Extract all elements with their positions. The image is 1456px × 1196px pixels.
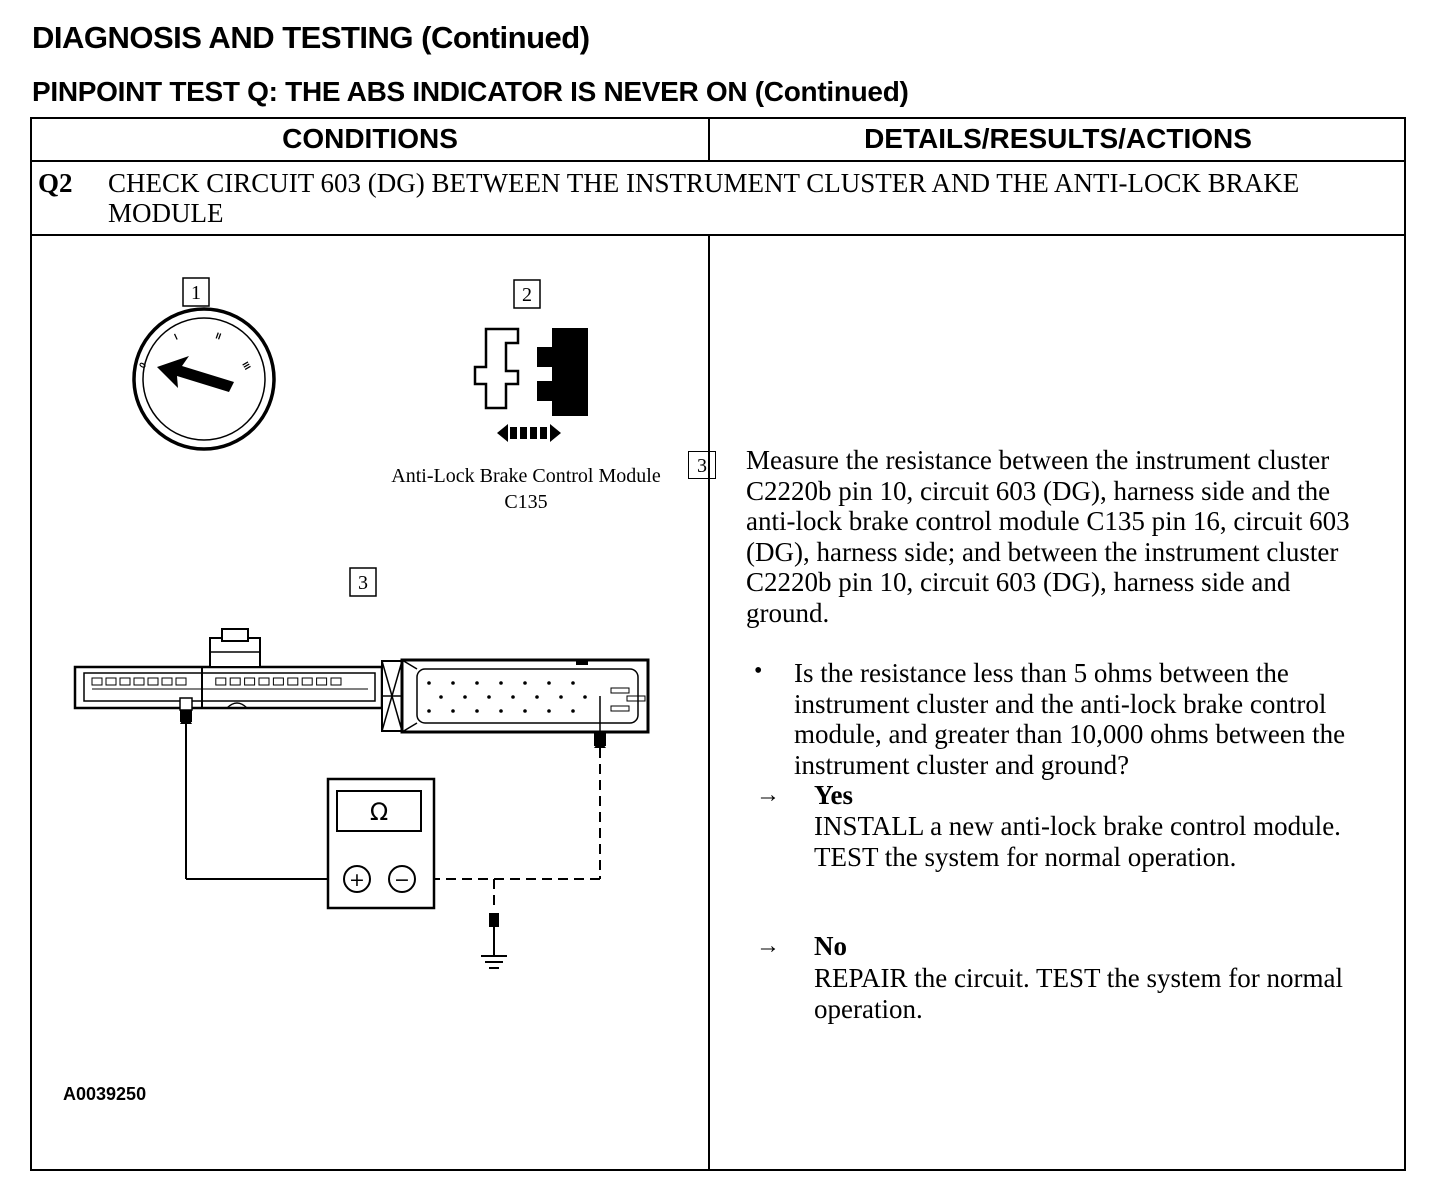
ignition-switch-icon: 0 I II III xyxy=(132,307,276,451)
connector-pin xyxy=(571,681,575,685)
yes-label: Yes xyxy=(814,780,853,810)
svg-text:Ω: Ω xyxy=(370,798,388,826)
conditions-header: CONDITIONS xyxy=(282,123,458,154)
ground-icon xyxy=(481,879,507,969)
connector-pin-cavity xyxy=(105,677,117,686)
connector-pin xyxy=(451,709,455,713)
connector-pin xyxy=(511,695,515,699)
connector-pin xyxy=(499,709,503,713)
step-id: Q2 xyxy=(38,168,73,198)
no-arrow-icon: → xyxy=(756,933,780,959)
no-action: REPAIR the circuit. TEST the system for … xyxy=(814,963,1343,1024)
abs-module-connector-icon xyxy=(381,658,650,734)
connector-pin xyxy=(451,681,455,685)
connector-pin-cavity xyxy=(91,677,103,686)
connector-disconnect-icon xyxy=(473,327,588,442)
figure-id: A0039250 xyxy=(63,1084,146,1104)
svg-text:III: III xyxy=(240,360,252,372)
connector-id: C135 xyxy=(504,491,547,513)
svg-text:II: II xyxy=(214,330,222,341)
connector-pin xyxy=(535,695,539,699)
connector-pin xyxy=(463,695,467,699)
yes-action: INSTALL a new anti-lock brake control mo… xyxy=(814,811,1341,872)
ohmmeter-icon: Ω + − xyxy=(326,777,436,910)
connector-pin-cavity xyxy=(244,677,256,686)
callout-1: 1 xyxy=(182,277,210,307)
column-divider xyxy=(708,119,710,160)
connector-pin xyxy=(547,709,551,713)
connector-pin-cavity xyxy=(316,677,328,686)
svg-text:0: 0 xyxy=(137,361,148,370)
pinpoint-test-title: PINPOINT TEST Q: THE ABS INDICATOR IS NE… xyxy=(32,76,909,107)
connector-pin xyxy=(439,695,443,699)
svg-text:3: 3 xyxy=(358,572,368,594)
cluster-probe xyxy=(179,697,328,880)
details-header: DETAILS/RESULTS/ACTIONS xyxy=(864,123,1252,154)
connector-pin xyxy=(427,709,431,713)
step-ref-box: 3 xyxy=(688,451,716,479)
svg-text:1: 1 xyxy=(191,282,201,304)
connector-pin-cavity xyxy=(272,677,284,686)
instrument-cluster-connector-icon xyxy=(73,628,384,710)
yes-arrow-icon: → xyxy=(756,782,780,808)
connector-pin xyxy=(571,709,575,713)
column-divider xyxy=(708,234,710,1169)
test-diagram: 1 0 I II III 2 An xyxy=(63,277,661,1104)
bullet: • xyxy=(754,658,763,684)
connector-pin-cavity xyxy=(147,677,159,686)
connector-pin xyxy=(487,695,491,699)
callout-3: 3 xyxy=(349,567,377,597)
svg-text:I: I xyxy=(173,332,180,342)
connector-pin xyxy=(475,709,479,713)
callout-2: 2 xyxy=(513,279,541,309)
connector-pin xyxy=(427,681,431,685)
measurement-instruction: Measure the resistance between the instr… xyxy=(746,445,1350,628)
column-header-row: CONDITIONS DETAILS/RESULTS/ACTIONS xyxy=(32,119,1404,162)
svg-text:2: 2 xyxy=(522,284,532,306)
svg-text:+: + xyxy=(349,869,365,891)
step-title-row: Q2 CHECK CIRCUIT 603 (DG) BETWEEN THE IN… xyxy=(32,160,1404,236)
abs-probe xyxy=(430,696,606,880)
no-label: No xyxy=(814,931,847,961)
connector-pin-cavity xyxy=(287,677,299,686)
connector-pin xyxy=(547,681,551,685)
connector-pin xyxy=(499,681,503,685)
connector-pin-cavity xyxy=(215,677,227,686)
connector-pin-cavity xyxy=(133,677,145,686)
connector-pin xyxy=(523,681,527,685)
connector-pin-cavity xyxy=(301,677,313,686)
connector-pin xyxy=(583,695,587,699)
connector-pin-cavity xyxy=(258,677,270,686)
connector-pin xyxy=(523,709,527,713)
connector-pin xyxy=(475,681,479,685)
page-heading: DIAGNOSIS AND TESTING (Continued) xyxy=(32,20,590,55)
step-title: CHECK CIRCUIT 603 (DG) BETWEEN THE INSTR… xyxy=(108,168,1300,228)
connector-pin xyxy=(559,695,563,699)
connector-pin-cavity xyxy=(161,677,173,686)
svg-text:−: − xyxy=(394,869,410,891)
connector-pin-cavity xyxy=(175,677,187,686)
connector-pin-cavity xyxy=(229,677,241,686)
pinpoint-test-table: CONDITIONS DETAILS/RESULTS/ACTIONS Q2 CH… xyxy=(30,117,1406,1171)
test-question: Is the resistance less than 5 ohms betwe… xyxy=(794,658,1346,780)
connector-pin-cavity xyxy=(119,677,131,686)
connector-label: Anti-Lock Brake Control Module xyxy=(391,465,661,487)
connector-pin-cavity xyxy=(330,677,342,686)
